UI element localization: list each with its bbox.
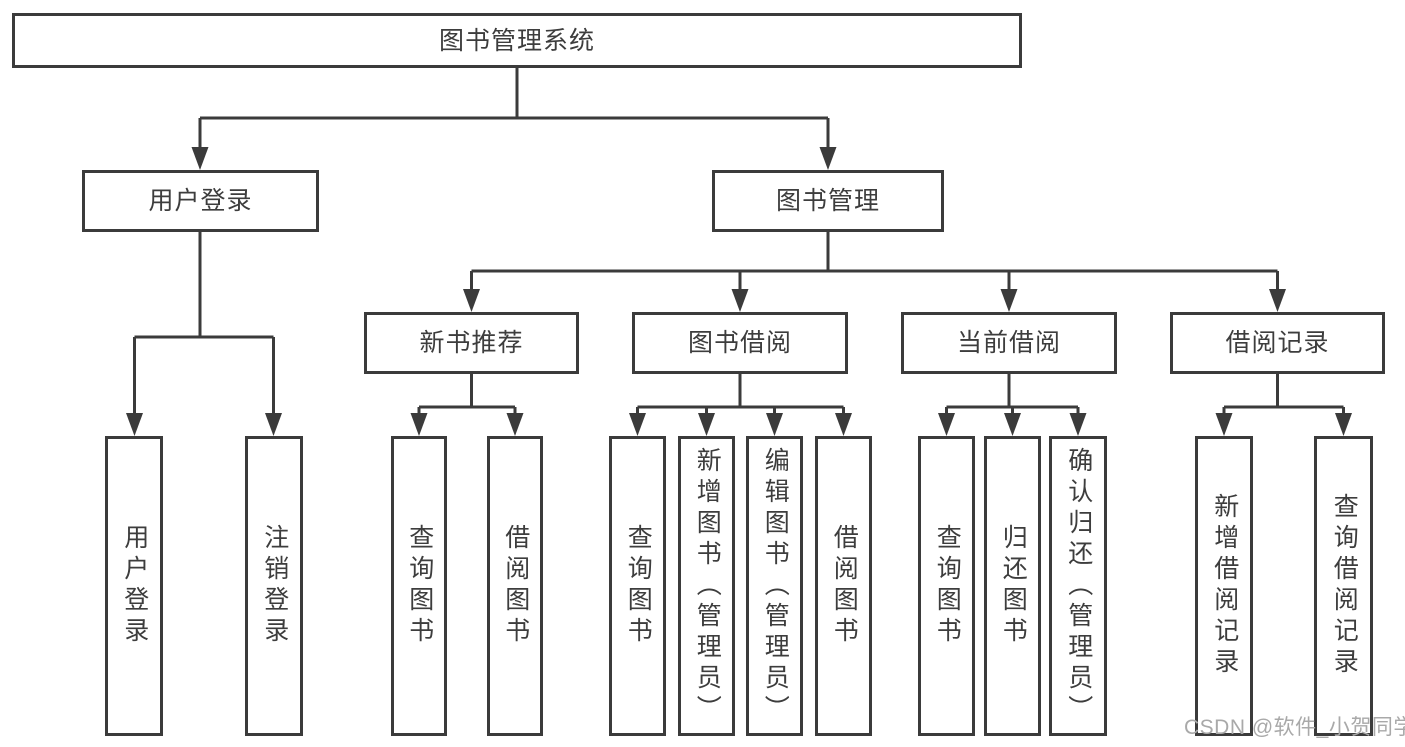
connector-user-login-to-children [126,232,282,436]
leaf-borrow-books-borrow: 借阅图书 [815,436,872,736]
connector-new-book-to-children [410,374,524,436]
arrowhead-down [731,289,749,312]
arrowhead-down [191,147,209,170]
arrowhead-down [1215,413,1233,436]
arrowhead-down [766,413,783,436]
arrowhead-down [463,289,480,312]
arrowhead-down [1000,289,1018,312]
leaf-query-books-borrow-label: 查询图书 [624,524,653,648]
arrowhead-down [1069,413,1087,436]
leaf-logout: 注销登录 [245,436,303,736]
arrowhead-down [506,413,524,436]
connector-book-borrow-to-children [629,374,852,436]
leaf-query-books-borrow: 查询图书 [609,436,666,736]
leaf-borrow-books-newbook: 借阅图书 [487,436,543,736]
node-root: 图书管理系统 [12,13,1022,68]
leaf-query-borrow-record-label: 查询借阅记录 [1330,493,1359,679]
arrowhead-down [1004,413,1021,436]
node-user-login-label: 用户登录 [148,187,253,215]
leaf-add-books-admin: 新增图书（管理员） [678,436,735,736]
leaf-edit-books-admin-label: 编辑图书（管理员） [761,446,790,726]
leaf-query-books-newbook-label: 查询图书 [405,524,434,648]
leaf-query-borrow-record: 查询借阅记录 [1314,436,1373,736]
node-current-borrow: 当前借阅 [901,312,1117,374]
leaf-return-books-label: 归还图书 [999,524,1028,648]
node-user-login: 用户登录 [82,170,319,232]
node-current-borrow-label: 当前借阅 [956,329,1061,357]
connector-current-borrow-to-children [938,374,1087,436]
node-book-borrow: 图书借阅 [632,312,848,374]
leaf-return-books: 归还图书 [984,436,1041,736]
node-book-borrow-label: 图书借阅 [687,329,792,357]
leaf-query-books-current-label: 查询图书 [933,524,962,648]
arrowhead-down [1269,289,1286,312]
leaf-user-login: 用户登录 [105,436,163,736]
node-borrow-records-label: 借阅记录 [1225,329,1330,357]
node-book-mgmt-label: 图书管理 [775,187,880,215]
leaf-confirm-return-admin-label: 确认归还（管理员） [1064,446,1093,726]
arrowhead-down [410,413,428,436]
leaf-add-books-admin-label: 新增图书（管理员） [693,446,722,726]
arrowhead-down [698,413,715,436]
arrowhead-down [835,413,852,436]
leaf-query-books-newbook: 查询图书 [391,436,447,736]
arrowhead-down [1335,413,1352,436]
leaf-user-login-label: 用户登录 [120,524,149,648]
arrowhead-down [265,413,282,436]
arrowhead-down [938,413,955,436]
leaf-confirm-return-admin: 确认归还（管理员） [1049,436,1107,736]
leaf-borrow-books-newbook-label: 借阅图书 [501,524,530,648]
watermark: CSDN @软件_小贺同学 [1184,716,1405,739]
node-root-label: 图书管理系统 [438,26,595,55]
node-new-book-recommend: 新书推荐 [364,312,579,374]
node-book-mgmt: 图书管理 [712,170,944,232]
leaf-add-borrow-record: 新增借阅记录 [1195,436,1253,736]
arrowhead-down [629,413,646,436]
leaf-borrow-books-borrow-label: 借阅图书 [830,524,859,648]
leaf-logout-label: 注销登录 [260,524,289,648]
leaf-edit-books-admin: 编辑图书（管理员） [746,436,803,736]
connector-root-to-level2 [191,68,837,170]
node-borrow-records: 借阅记录 [1170,312,1385,374]
arrowhead-down [819,147,837,170]
leaf-query-books-current: 查询图书 [918,436,975,736]
arrowhead-down [126,413,143,436]
connector-book-mgmt-to-modules [463,232,1286,312]
node-new-book-recommend-label: 新书推荐 [419,329,524,357]
leaf-add-borrow-record-label: 新增借阅记录 [1210,493,1239,679]
connector-borrow-records-to-children [1215,374,1352,436]
